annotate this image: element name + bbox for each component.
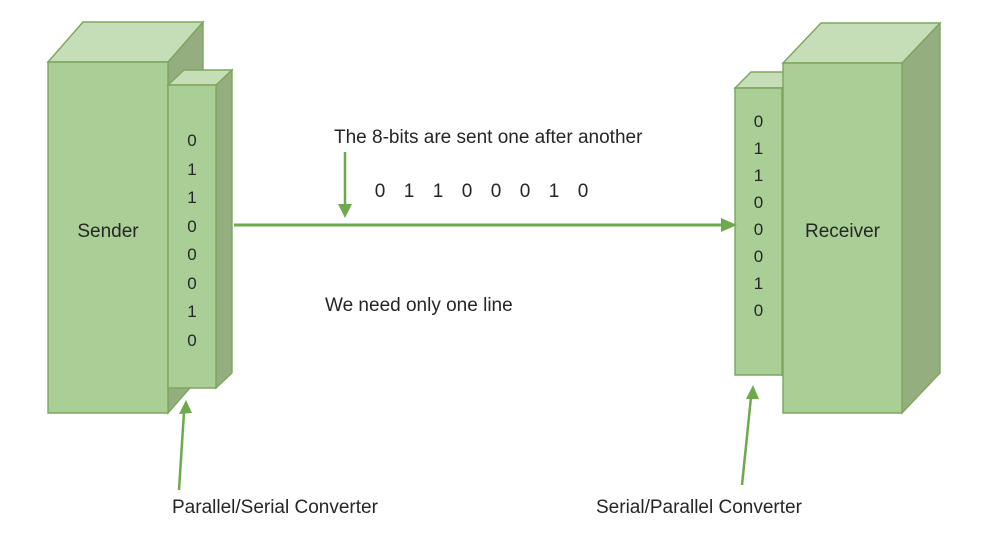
sender-converter-bits: 0 1 1 0 0 0 1 0 [168, 127, 216, 355]
serial-parallel-converter-label: Serial/Parallel Converter [596, 497, 802, 518]
channel-bit-value: 1 [548, 181, 560, 202]
parallel-serial-arrow-shaft [177, 411, 186, 491]
channel-bit-value: 0 [374, 181, 386, 202]
channel-bit-value: 0 [577, 181, 589, 202]
receiver-converter-bits: 0 1 1 0 0 0 1 0 [735, 108, 782, 324]
channel-bit-value: 1 [432, 181, 444, 202]
receiver-box [781, 21, 942, 415]
receiver-bit-value: 1 [753, 139, 764, 158]
heading-pointer-arrow [338, 152, 352, 218]
sender-bit-value: 0 [187, 330, 197, 350]
receiver-label: Receiver [805, 221, 880, 242]
parallel-serial-pointer-arrow [177, 400, 192, 491]
parallel-serial-arrowhead-icon [179, 400, 192, 414]
parallel-serial-converter-label: Parallel/Serial Converter [172, 497, 378, 518]
channel-note: We need only one line [325, 295, 513, 316]
sender-bit-value: 0 [187, 216, 197, 236]
sender-bit-value: 1 [187, 159, 197, 179]
receiver-bit-value: 0 [753, 301, 764, 320]
sender-box-front-face [47, 61, 169, 414]
sender-converter-front-face [167, 84, 217, 389]
receiver-box-front-face [782, 62, 903, 414]
heading-arrowhead-icon [338, 204, 352, 218]
receiver-box-side-face [901, 21, 941, 415]
channel-bit-value: 1 [403, 181, 415, 202]
receiver-bit-value: 0 [753, 220, 764, 239]
sender-bit-value: 1 [187, 188, 197, 207]
receiver-bit-value: 0 [753, 112, 764, 131]
receiver-bit-value: 1 [753, 274, 764, 293]
transmission-line-arrowhead-icon [721, 218, 737, 232]
channel-bit-value: 0 [519, 181, 531, 202]
receiver-bit-value: 1 [753, 166, 764, 185]
sender-bit-value: 0 [187, 131, 197, 150]
channel-bit-value: 0 [461, 181, 473, 202]
channel-bit-value: 0 [490, 181, 502, 202]
serial-parallel-pointer-arrow [740, 385, 759, 486]
transmission-line-arrow [234, 218, 737, 232]
sender-bit-value: 0 [187, 273, 197, 293]
sender-converter-side-face [215, 68, 233, 390]
receiver-converter-front-face [734, 87, 783, 376]
sender-bit-value: 1 [187, 302, 197, 321]
sender-converter-column [166, 68, 234, 390]
serial-parallel-arrowhead-icon [746, 385, 759, 399]
serial-parallel-arrow-shaft [740, 396, 753, 486]
sender-bit-value: 0 [187, 245, 197, 264]
receiver-bit-value: 0 [753, 193, 764, 212]
channel-heading: The 8-bits are sent one after another [334, 127, 643, 148]
receiver-bit-value: 0 [753, 247, 764, 266]
sender-label: Sender [77, 221, 139, 242]
